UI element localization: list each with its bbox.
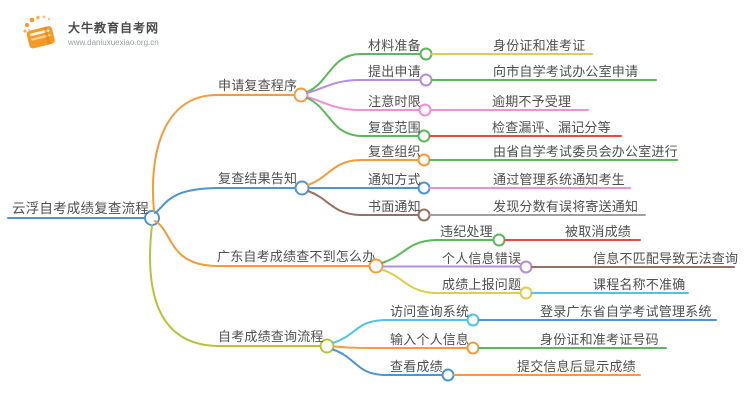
branch2-child1-label: 复查组织: [368, 144, 421, 159]
branch1-leaf2-label: 向市自学考试办公室申请: [493, 64, 639, 79]
branch1-child3-circle: [418, 103, 432, 117]
branch1-child4-label: 复查范围: [368, 120, 421, 135]
branch3-child2-label: 个人信息错误: [442, 251, 522, 266]
branch4-child3-label: 查看成绩: [390, 359, 443, 374]
branch3-child1-circle: [492, 233, 506, 247]
branch1-child1-circle: [419, 47, 433, 61]
branch4-child1-label: 访问查询系统: [390, 304, 470, 319]
branch3-leaf3-label: 课程名称不准确: [593, 277, 686, 292]
book-logo-icon: [23, 15, 55, 49]
branch2-leaf1-label: 由省自学考试委员会办公室进行: [493, 144, 678, 159]
branch3-child1-label: 违纪处理: [440, 224, 493, 239]
branch1-leaf1-label: 身份证和准考证: [493, 38, 586, 53]
branch4-label: 自考成绩查询流程: [218, 329, 324, 344]
edge-root-branch3: [154, 220, 370, 267]
branch1-label: 申请复查程序: [218, 78, 298, 93]
branch4-child3-circle: [441, 368, 455, 382]
branch3-label: 广东自考成绩查不到怎么办: [217, 249, 376, 264]
branch3-leaf1-label: 被取消成绩: [565, 224, 632, 239]
branch3-leaf2-label: 信息不匹配导致无法查询: [593, 251, 739, 266]
logo-title: 大牛教育自考网: [68, 21, 160, 35]
branch4-leaf1-label: 登录广东省自学考试管理系统: [540, 304, 712, 319]
edge-branch4-child3: [332, 348, 443, 376]
branch4-leaf3-label: 提交信息后显示成绩: [517, 359, 636, 374]
logo-text-block: 大牛教育自考网 www.daniuxuexiao.org.cn: [68, 19, 159, 47]
branch2-leaf2-label: 通过管理系统通知考生: [493, 172, 626, 187]
branch2-child3-label: 书面通知: [368, 199, 421, 214]
branch1-child3-label: 注意时限: [368, 94, 421, 109]
root-node-label: 云浮自考成绩复查流程: [12, 201, 149, 216]
logo-url: www.daniuxuexiao.org.cn: [68, 38, 159, 47]
edge-branch4-child2: [333, 345, 468, 349]
edge-branch1-child2: [306, 79, 421, 94]
branch1-node-circle: [293, 87, 309, 103]
branch2-leaf3-label: 发现分数有误将寄送通知: [493, 199, 639, 214]
edge-branch2-child3: [307, 190, 419, 216]
edge-branch1-child1: [306, 53, 421, 93]
branch1-leaf3-label: 逾期不予受理: [492, 94, 572, 109]
branch1-child1-label: 材料准备: [368, 38, 421, 53]
branch3-child3-circle: [519, 286, 533, 300]
branch1-leaf4-label: 检查漏评、漏记分等: [492, 120, 611, 135]
branch1-child2-label: 提出申请: [368, 64, 421, 79]
edge-branch1-child3: [306, 96, 420, 111]
edge-branch1-child4: [306, 97, 419, 137]
edge-branch2-child1: [307, 159, 419, 186]
edge-root-branch1: [151, 94, 295, 212]
edge-branch3-child3: [381, 268, 521, 294]
branch3-child2-circle: [519, 260, 533, 274]
branch1-child2-circle: [419, 73, 433, 87]
branch3-child3-label: 成绩上报问题: [442, 277, 522, 292]
branch2-child2-label: 通知方式: [368, 172, 421, 187]
branch4-leaf2-label: 身份证和准考证号码: [540, 332, 659, 347]
site-logo: 大牛教育自考网 www.daniuxuexiao.org.cn: [20, 14, 159, 52]
edge-root-branch2: [154, 187, 296, 214]
branch2-label: 复查结果告知: [218, 171, 298, 186]
edge-branch3-child1: [381, 239, 494, 264]
edge-root-branch4: [149, 224, 321, 347]
branch2-node-circle: [294, 180, 310, 196]
edge-branch4-child1: [332, 319, 468, 344]
branch4-child2-label: 输入个人信息: [390, 332, 470, 347]
